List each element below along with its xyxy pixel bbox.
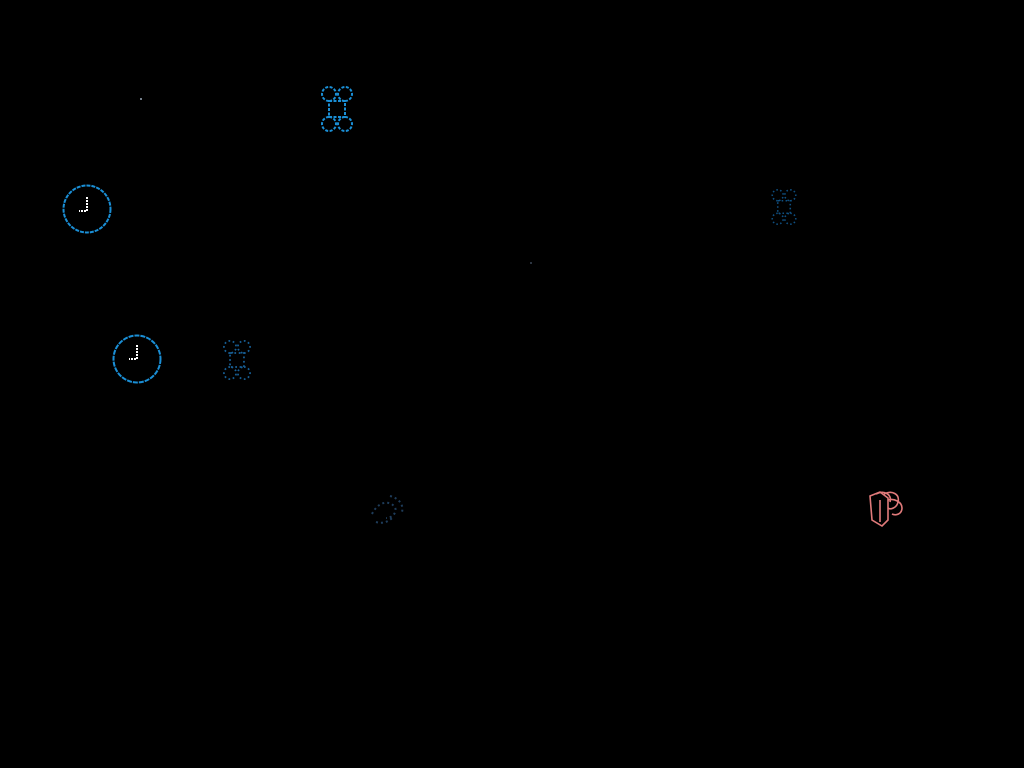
command-key-icon (216, 339, 258, 381)
command-key-icon (314, 85, 360, 133)
clock-icon (112, 334, 162, 384)
speck (140, 98, 142, 100)
speck (530, 262, 532, 264)
clock-icon (62, 184, 112, 234)
swirl-glyph-icon (368, 492, 408, 526)
command-key-icon (766, 188, 802, 226)
springs-icon (866, 488, 908, 530)
